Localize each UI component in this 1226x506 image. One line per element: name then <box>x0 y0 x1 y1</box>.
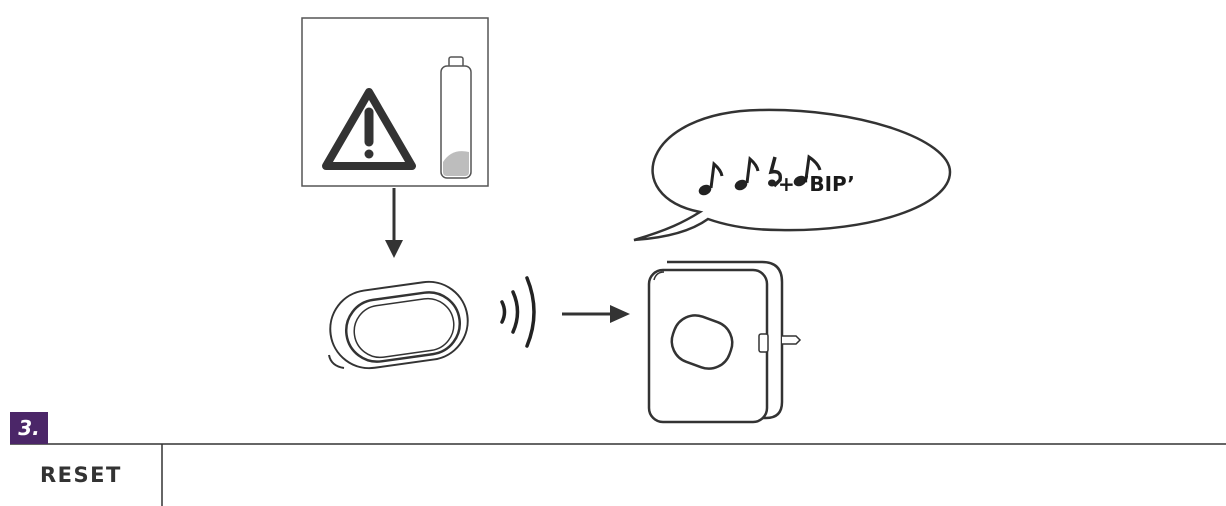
receiver-device <box>647 260 802 424</box>
down-arrow <box>385 188 403 258</box>
section-title: RESET <box>40 463 122 487</box>
right-arrow <box>562 305 630 323</box>
battery-icon <box>440 56 472 179</box>
music-note-icon <box>698 154 822 196</box>
speech-bubble <box>633 108 952 242</box>
warning-icon <box>322 88 416 170</box>
wireless-signal-icon <box>500 276 536 348</box>
section-number: 3. <box>10 412 48 444</box>
bip-label: + ‘BIP’ <box>778 172 855 196</box>
transmitter-device <box>328 280 469 370</box>
